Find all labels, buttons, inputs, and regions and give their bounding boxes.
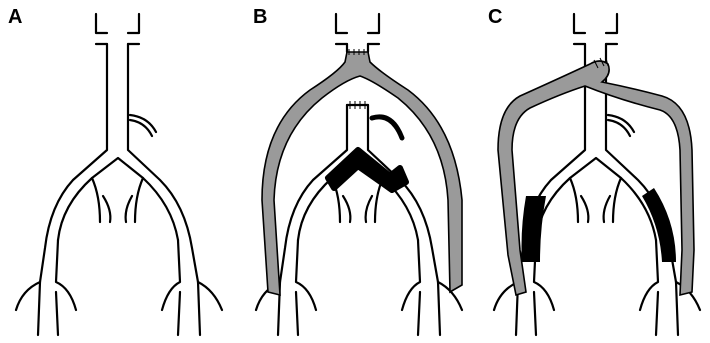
occlusion-c-left [522, 196, 547, 262]
occlusion-c-right [642, 188, 676, 262]
ligated-branch-b [372, 117, 402, 138]
panel-b [256, 14, 462, 335]
aorta-a [16, 14, 222, 335]
panel-a [16, 14, 222, 335]
graft-b [262, 52, 462, 295]
panel-c [494, 14, 700, 335]
